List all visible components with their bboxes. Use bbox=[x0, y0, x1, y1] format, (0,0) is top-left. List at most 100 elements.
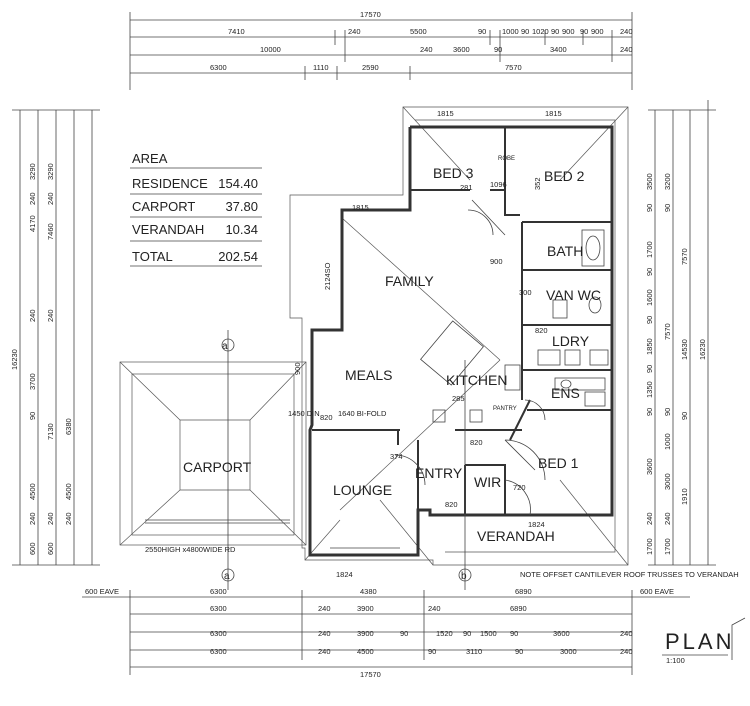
dim: 240 bbox=[46, 512, 55, 525]
inner-dimension-labels: 1815 1815 1815 1824 1824 281 352 1096 90… bbox=[288, 109, 562, 579]
dim: 240 bbox=[645, 512, 654, 525]
dim: 600 bbox=[46, 542, 55, 555]
dim: 820 bbox=[445, 500, 458, 509]
dim: 1700 bbox=[645, 538, 654, 555]
dim: 900 bbox=[562, 27, 575, 36]
dim: 900 bbox=[293, 362, 302, 375]
room-labels: BED 3 BED 2 FAMILY BATH VAN WC LDRY MEAL… bbox=[183, 165, 601, 544]
dim: 240 bbox=[348, 27, 361, 36]
dim: 720 bbox=[513, 483, 526, 492]
bottom-dim-row3: 6300 240 3900 90 1520 90 1500 90 3600 24… bbox=[210, 629, 633, 638]
dim: 281 bbox=[460, 183, 473, 192]
note-carport-opening: 2550HIGH x4800WIDE RD bbox=[145, 545, 236, 554]
bottom-dim-row2: 6300 240 3900 240 6890 bbox=[210, 604, 527, 613]
dim: 1824 bbox=[336, 570, 353, 579]
dim: 240 bbox=[620, 45, 633, 54]
room-ldry: LDRY bbox=[552, 333, 590, 349]
dim: 6300 bbox=[210, 604, 227, 613]
dim: 1000 bbox=[502, 27, 519, 36]
dim: 1815 bbox=[545, 109, 562, 118]
dim: 90 bbox=[494, 45, 502, 54]
dim: 90 bbox=[551, 27, 559, 36]
dim: 6890 bbox=[515, 587, 532, 596]
bottom-dim-row4: 6300 240 4500 90 3110 90 3000 240 bbox=[210, 647, 633, 656]
right-dimension-lines bbox=[648, 100, 716, 566]
room-meals: MEALS bbox=[345, 367, 392, 383]
dim: 90 bbox=[663, 408, 672, 416]
dim: 1450 DIN bbox=[288, 409, 320, 418]
dim: 1700 bbox=[645, 241, 654, 258]
external-walls bbox=[308, 125, 614, 557]
dim: 820 bbox=[320, 413, 333, 422]
dim: 900 bbox=[591, 27, 604, 36]
dim: 2590 bbox=[362, 63, 379, 72]
bottom-dimension-lines bbox=[82, 590, 690, 675]
room-bed1: BED 1 bbox=[538, 455, 579, 471]
room-entry: ENTRY bbox=[415, 465, 463, 481]
dim: 240 bbox=[318, 604, 331, 613]
dim: 900 bbox=[490, 257, 503, 266]
section-a-bottom: a bbox=[224, 571, 230, 582]
area-row-value: 154.40 bbox=[218, 176, 258, 191]
dim: 90 bbox=[645, 316, 654, 324]
dim: 2124SO bbox=[323, 262, 332, 290]
dim: 3900 bbox=[357, 604, 374, 613]
dim: 3700 bbox=[28, 373, 37, 390]
dim: 240 bbox=[28, 512, 37, 525]
dim: 90 bbox=[521, 27, 529, 36]
section-markers bbox=[221, 330, 472, 590]
dim: 240 bbox=[28, 309, 37, 322]
right-dim-col3: 7570 90 1910 bbox=[680, 248, 689, 505]
dim: 240 bbox=[28, 192, 37, 205]
dim: 90 bbox=[645, 365, 654, 373]
room-ens: ENS bbox=[551, 385, 580, 401]
dim: 90 bbox=[515, 647, 523, 656]
room-bed2: BED 2 bbox=[544, 168, 585, 184]
dim: 4500 bbox=[28, 483, 37, 500]
plan-scale: 1:100 bbox=[666, 656, 685, 665]
dim: 7570 bbox=[680, 248, 689, 265]
dim: 6300 bbox=[210, 587, 227, 596]
dim: 90 bbox=[28, 412, 37, 420]
room-family: FAMILY bbox=[385, 273, 434, 289]
dim: 240 bbox=[663, 512, 672, 525]
dim: 3500 bbox=[645, 173, 654, 190]
area-row-value: 10.34 bbox=[225, 222, 258, 237]
right-dim-col1: 3500 90 1700 90 1600 90 1850 90 1350 90 … bbox=[645, 173, 654, 555]
dim: 1700 bbox=[663, 538, 672, 555]
room-verandah: VERANDAH bbox=[477, 528, 555, 544]
dim: 1824 bbox=[528, 520, 545, 529]
dim: 600 bbox=[28, 542, 37, 555]
area-row-value: 37.80 bbox=[225, 199, 258, 214]
dim: 1110 bbox=[313, 63, 329, 72]
dim: 7460 bbox=[46, 223, 55, 240]
dim: 374 bbox=[390, 452, 403, 461]
dim: 3110 bbox=[466, 647, 482, 656]
dim: 1910 bbox=[680, 488, 689, 505]
dim: 90 bbox=[428, 647, 436, 656]
plan-title: PLAN bbox=[665, 629, 734, 654]
dim: 820 bbox=[470, 438, 483, 447]
note-robe: ROBE bbox=[498, 156, 515, 162]
section-a-top: a bbox=[222, 341, 228, 352]
room-lounge: LOUNGE bbox=[333, 482, 392, 498]
drawing-title: PLAN 1:100 bbox=[662, 617, 746, 665]
dim: 352 bbox=[533, 177, 542, 190]
dim: 1350 bbox=[645, 381, 654, 398]
room-kitchen: KITCHEN bbox=[446, 372, 507, 388]
dim: 90 bbox=[645, 204, 654, 212]
dim: 6300 bbox=[210, 647, 227, 656]
top-dim-row3: 6300 1110 2590 7570 bbox=[210, 63, 522, 72]
room-van-wc: VAN WC bbox=[546, 287, 601, 303]
left-dim-col3: 6380 4500 240 bbox=[64, 418, 73, 525]
top-dim-overall: 17570 bbox=[360, 10, 381, 19]
dim: 7410 bbox=[228, 27, 245, 36]
dim: 3290 bbox=[28, 163, 37, 180]
dim: 3600 bbox=[645, 458, 654, 475]
dim: 90 bbox=[663, 204, 672, 212]
right-dim-outer: 16230 bbox=[698, 339, 707, 360]
dim: 6380 bbox=[64, 418, 73, 435]
dim: 3600 bbox=[453, 45, 470, 54]
